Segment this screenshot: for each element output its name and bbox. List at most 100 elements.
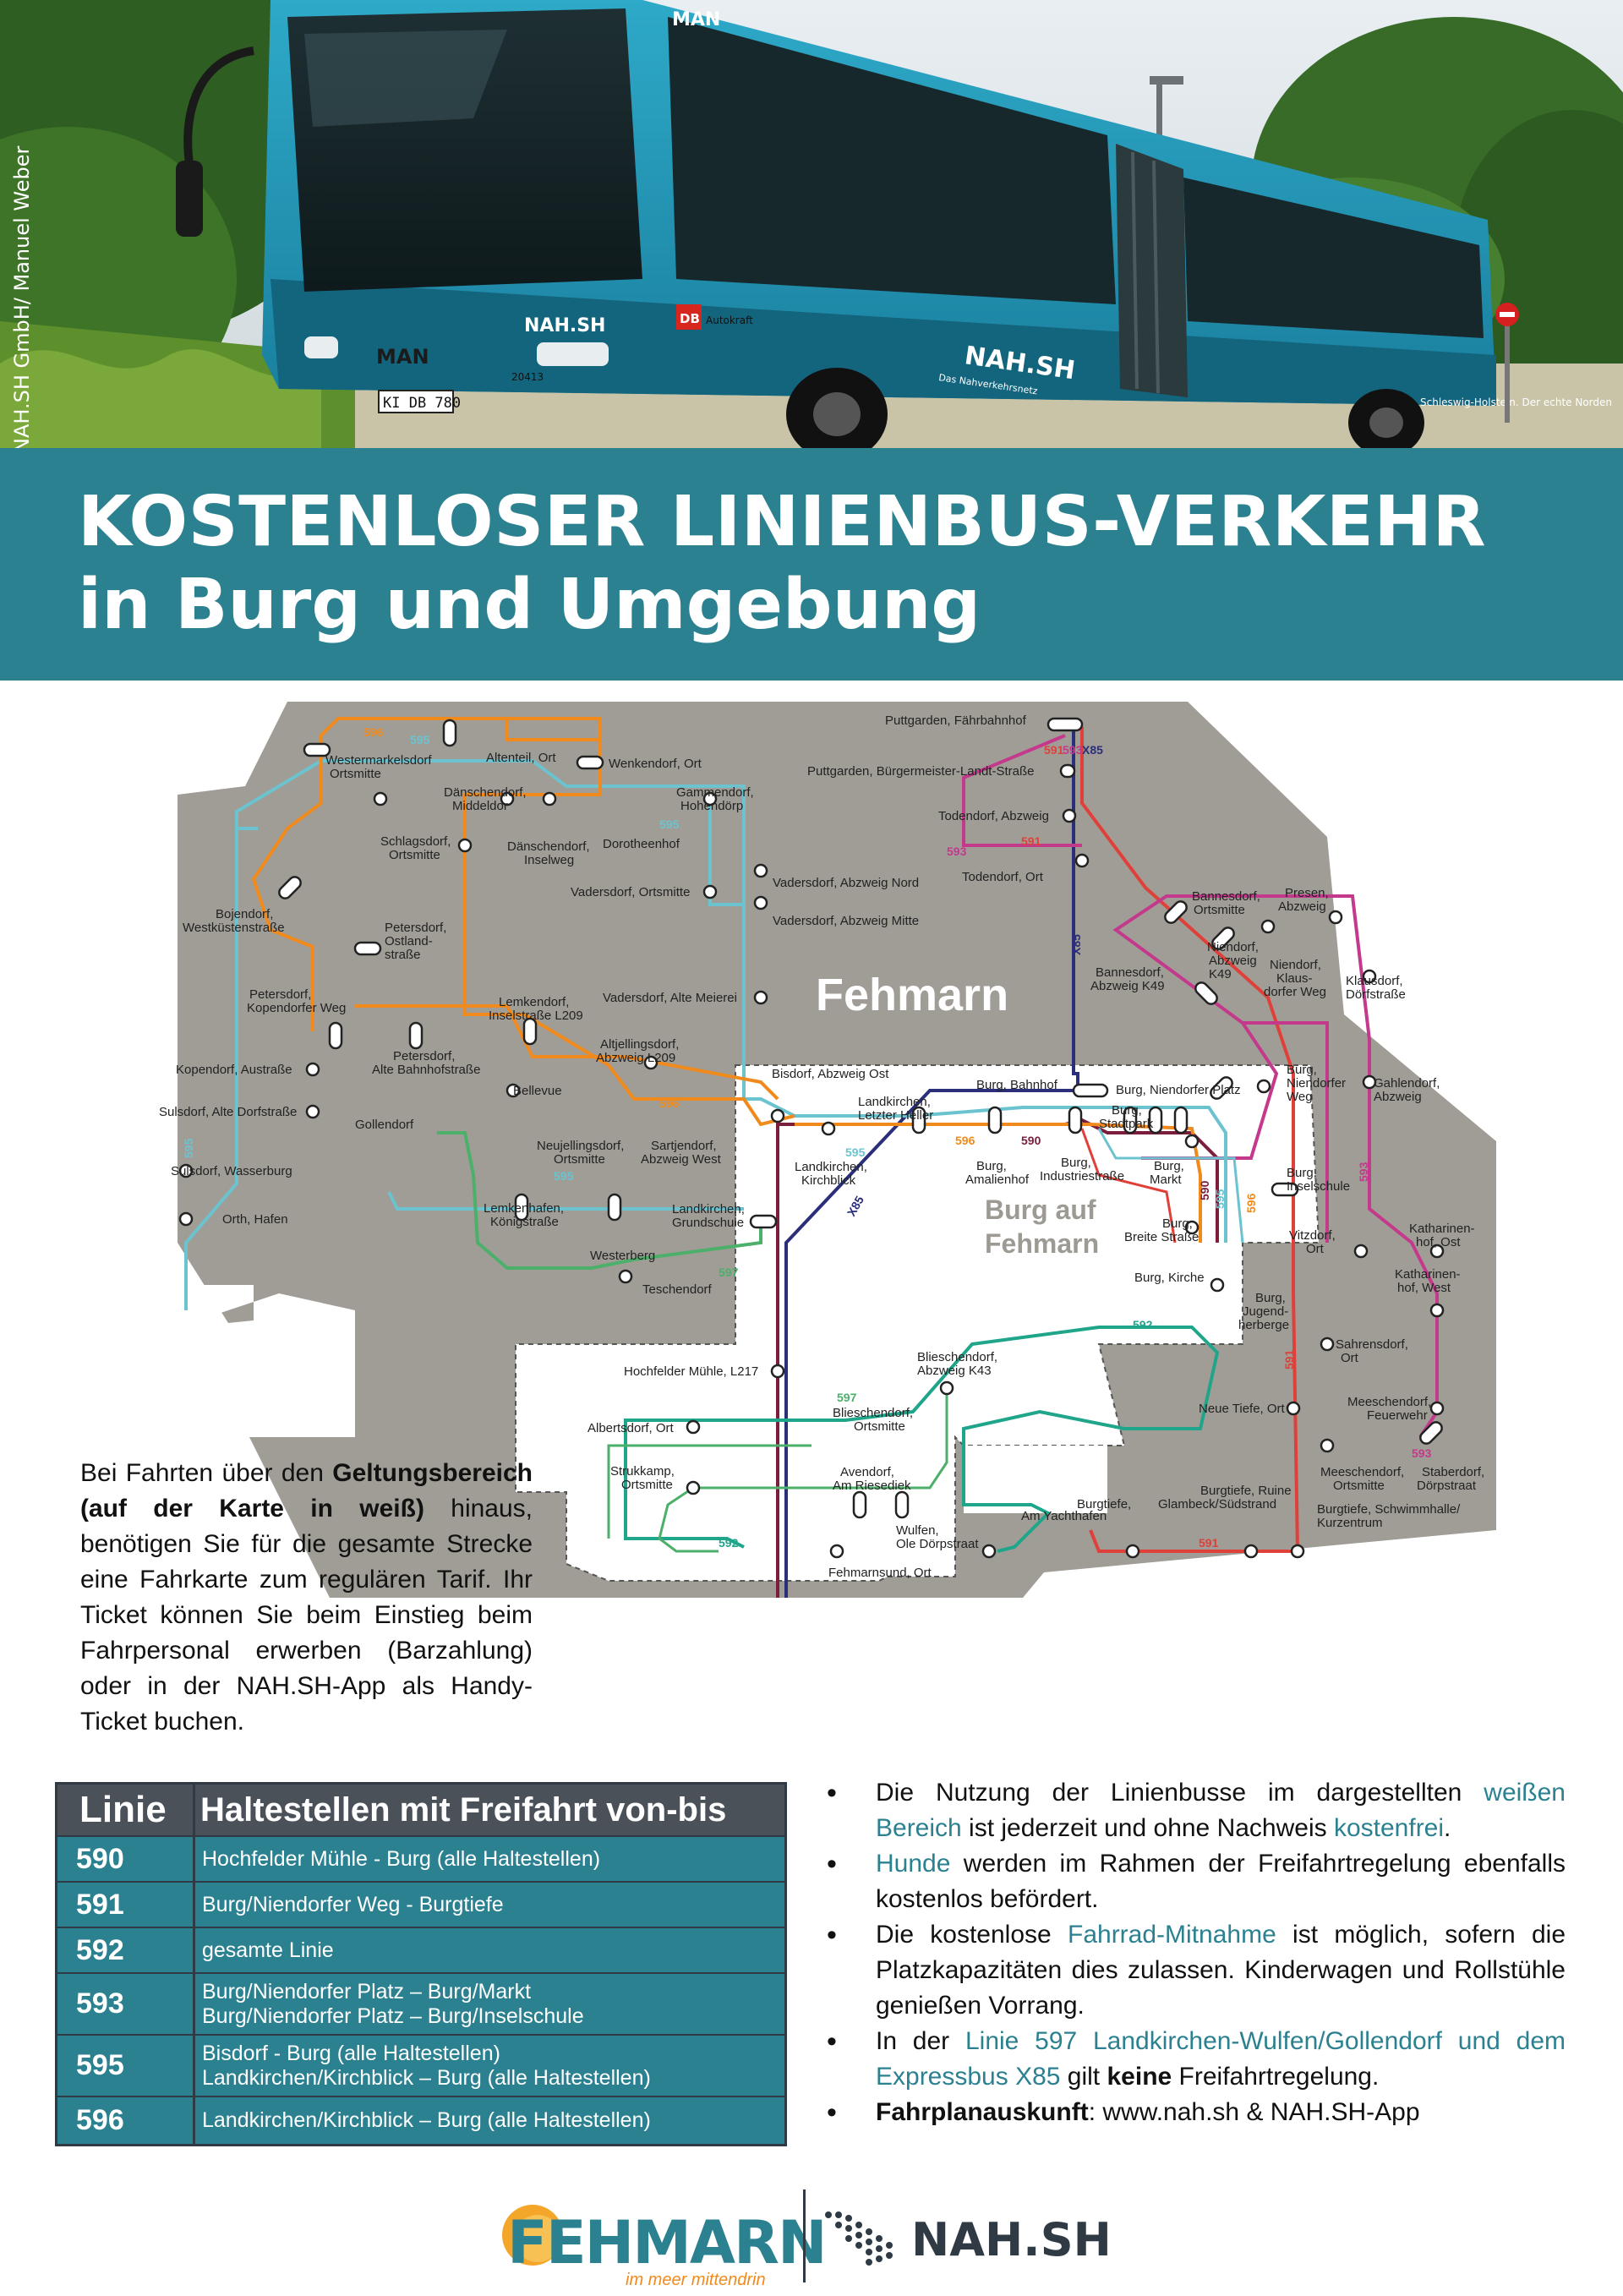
stop-orth-hafen: Orth, Hafen: [222, 1212, 288, 1227]
bus-plate: KI DB 780: [383, 395, 461, 412]
route-label-595-e: 595: [182, 1138, 195, 1158]
stop-burg-jugend-1: Burg,: [1255, 1291, 1286, 1305]
stop-albertsdorf: Albertsdorf, Ort: [587, 1421, 675, 1435]
stop-niendorf-k-1: Niendorf,: [1270, 958, 1321, 972]
stop-gollendorf: Gollendorf: [355, 1118, 414, 1132]
info-text-1: Bei Fahrten über den: [80, 1459, 333, 1487]
stop-katharinenhof-w-2: hof, West: [1397, 1281, 1451, 1295]
route-597: [437, 1131, 762, 1270]
stop-burg-inselschule-2: Inselschule: [1287, 1179, 1350, 1194]
bus-fleet-number: 20413: [511, 371, 544, 383]
stop-bojendorf-2: Westküstenstraße: [183, 921, 285, 935]
validity-info: Bei Fahrten über den Geltungsbereich (au…: [80, 1456, 533, 1740]
row-stops: Landkirchen/Kirchblick – Burg (alle Halt…: [202, 2108, 651, 2132]
stop-petersdorf-o-1: Petersdorf,: [385, 921, 446, 935]
stop-katharinenhof-o-1: Katharinen-: [1409, 1222, 1475, 1236]
title-line-2: in Burg und Umgebung: [78, 565, 981, 645]
stop-teschendorf: Teschendorf: [642, 1282, 713, 1297]
bus-operator: Autokraft: [706, 314, 753, 326]
stop-schlagsdorf-1: Schlagsdorf,: [380, 834, 451, 849]
stop-vadersdorf-mitte: Vadersdorf, Abzweig Mitte: [773, 914, 919, 928]
table-row: 592 gesamte Linie: [57, 1927, 784, 1972]
row-stops: Burg/Niendorfer Weg - Burgtiefe: [202, 1892, 504, 1916]
stop-bojendorf-1: Bojendorf,: [216, 907, 273, 921]
row-line-number: 596: [57, 2097, 195, 2144]
stop-altjellingsdorf-2: Abzweig L209: [596, 1051, 675, 1065]
route-label-593: 593: [947, 845, 967, 858]
stop-gammendorf-2: Hohendörp: [680, 799, 743, 813]
route-595: [184, 759, 1227, 1310]
stop-bellevue: Bellevue: [513, 1084, 562, 1098]
route-label-591-c: 591: [1282, 1349, 1296, 1369]
stop-gahlendorf-2: Abzweig: [1374, 1090, 1422, 1104]
stop-sartjendorf-2: Abzweig West: [641, 1152, 722, 1167]
route-596: [463, 717, 795, 1127]
route-label-590: 590: [1021, 1134, 1041, 1147]
route-label-x85-b: X85: [1069, 934, 1083, 955]
stop-daenschendorf-i-2: Inselweg: [524, 853, 574, 867]
stop-petersdorf-k-1: Petersdorf,: [249, 987, 311, 1002]
stop-presen-2: Abzweig: [1278, 899, 1326, 914]
route-label-596: 596: [363, 725, 384, 739]
stop-landkirchen-gs-2: Grundschule: [672, 1216, 744, 1230]
coastline-bay: [178, 1285, 355, 1378]
row-stops: gesamte Linie: [202, 1938, 334, 1962]
stop-burg-industrie-2: Industriestraße: [1040, 1169, 1124, 1184]
map-island-label: Fehmarn: [816, 970, 1008, 1020]
route-label-592: 592: [1133, 1318, 1153, 1331]
stop-niendorf-k-3: dorfer Weg: [1264, 985, 1326, 999]
stop-schlagsdorf-2: Ortsmitte: [389, 848, 440, 862]
row-line-number: 592: [57, 1928, 195, 1972]
route-label-593-c: 593: [1412, 1446, 1432, 1460]
info-highlight: Geltungsbereich (auf der Karte in weiß): [80, 1459, 533, 1522]
nahsh-wordmark: NAH.SH: [911, 2213, 1112, 2266]
stop-burg-niendorfer-weg-2: Niendorfer: [1287, 1076, 1346, 1091]
title-band: KOSTENLOSER LINIENBUS-VERKEHR in Burg un…: [0, 448, 1623, 681]
hero-photo: MAN MAN KI DB 780 20413 NAH.SH NAH.SH Da…: [0, 0, 1623, 448]
stop-petersdorf-a-1: Petersdorf,: [393, 1049, 455, 1063]
stop-burg-amalienhof-1: Burg,: [976, 1159, 1007, 1173]
route-label-595: 595: [410, 733, 430, 746]
stop-todendorf-abzweig: Todendorf, Abzweig: [938, 809, 1049, 823]
stop-burg-industrie-1: Burg,: [1061, 1156, 1091, 1170]
route-label-590-b: 590: [1198, 1180, 1211, 1200]
stop-vadersdorf-ortsmitte: Vadersdorf, Ortsmitte: [571, 885, 690, 899]
stop-meeschendorf-o-2: Ortsmitte: [1333, 1479, 1385, 1493]
stop-meeschendorf-o-1: Meeschendorf,: [1320, 1465, 1404, 1479]
stop-daenschendorf-m-2: Middeldor: [452, 799, 508, 813]
route-label-596-d: 596: [1244, 1193, 1258, 1213]
notes-list: Die Nutzung der Linienbusse im dargestel…: [822, 1775, 1566, 2130]
header-linie: Linie: [57, 1785, 195, 1835]
fehmarn-wordmark: FEHMARN: [507, 2208, 828, 2277]
stop-sulsdorf-alte: Sulsdorf, Alte Dorfstraße: [159, 1105, 297, 1119]
route-593: [1112, 894, 1439, 1439]
stop-burg-kirche: Burg, Kirche: [1134, 1271, 1205, 1285]
stop-wulfen-2: Ole Dörpstraat: [896, 1537, 979, 1551]
route-map: Westermarkelsdorf Ortsmitte Altenteil, O…: [152, 702, 1496, 1606]
stop-sartjendorf-1: Sartjendorf,: [651, 1139, 717, 1153]
stop-staberdorf-1: Staberdorf,: [1422, 1465, 1484, 1479]
bus-roof-brand: MAN: [672, 9, 720, 30]
stop-lemkendorf-2: Inselstraße L209: [489, 1009, 583, 1023]
list-item: Die Nutzung der Linienbusse im dargestel…: [822, 1775, 1566, 1846]
stop-avendorf-2: Am Riesediek: [833, 1479, 911, 1493]
stop-avendorf-1: Avendorf,: [840, 1465, 894, 1479]
stop-burgtiefe-y-2: Am Yachthafen: [1021, 1509, 1107, 1523]
bus-side-text: Schleswig-Holstein. Der echte Norden: [1420, 396, 1612, 408]
route-593-north: [962, 734, 1082, 847]
stop-burgtiefe-ruine-2: Glambeck/Südstrand: [1158, 1497, 1276, 1512]
stop-fehmarnsund: Fehmarnsund, Ort: [828, 1566, 932, 1580]
stop-burg-markt-2: Markt: [1150, 1173, 1182, 1187]
table-row: 596 Landkirchen/Kirchblick – Burg (alle …: [57, 2096, 784, 2144]
map-town-label-2: Fehmarn: [985, 1228, 1099, 1259]
stop-staberdorf-2: Dörpstraat: [1417, 1479, 1477, 1493]
route-label-595-c: 595: [845, 1145, 866, 1159]
nahsh-logo: NAH.SH: [820, 2198, 1112, 2282]
stop-sahrensdorf-2: Ort: [1341, 1351, 1359, 1365]
stop-kopendorf: Kopendorf, Austraße: [176, 1063, 292, 1077]
route-label-593-b: 593: [1063, 743, 1083, 757]
stop-bannesdorf-k-2: Abzweig K49: [1090, 979, 1165, 993]
stop-burgtiefe-s-1: Burgtiefe, Schwimmhalle/: [1317, 1502, 1461, 1517]
fehmarn-logo: FEHMARN im meer mittendrin: [499, 2195, 828, 2289]
footer-logos: FEHMARN im meer mittendrin NAH.SH: [0, 2173, 1623, 2291]
